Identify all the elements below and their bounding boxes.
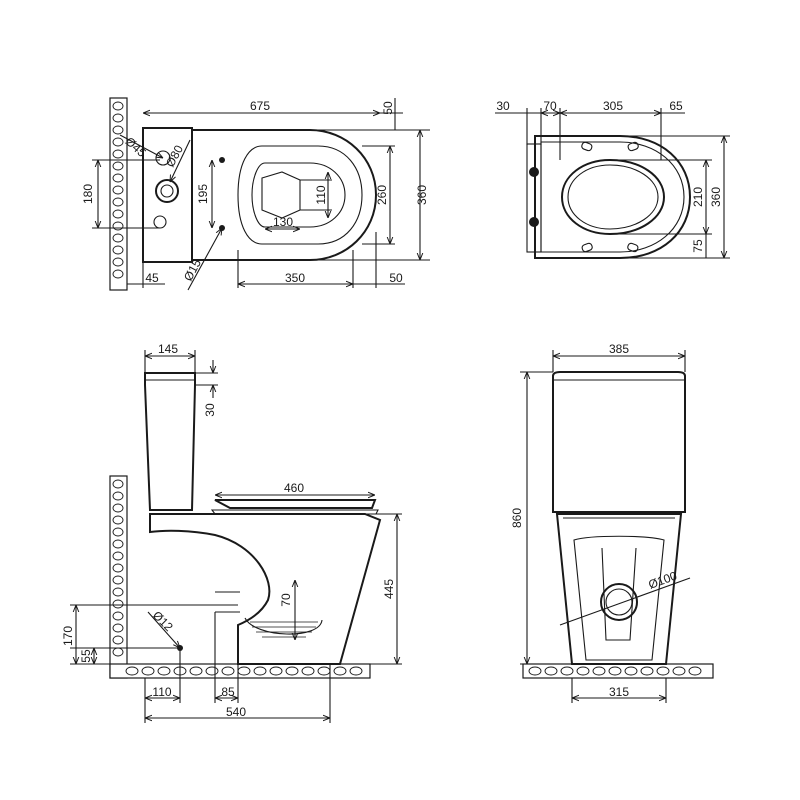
seat-opening [560,158,666,236]
front-floor-hatch [522,663,714,679]
dim-seat-width: 360 [709,187,723,207]
dim-top-total-length: 675 [250,99,270,113]
dim-wall-offset: 45 [145,271,159,285]
side-bowl [149,513,382,665]
dim-hinge-gap: 70 [543,99,557,113]
dim-overall-width: 360 [415,185,429,205]
dim-bolt-height: 55 [79,649,93,663]
front-view: 385 860 Ø100 315 [510,342,714,703]
dim-opening-width: 210 [691,187,705,207]
dim-hinge-offset: 30 [496,99,510,113]
side-floor-hatch [109,663,371,679]
seat-view: 30 70 305 65 210 360 75 [495,99,730,259]
dim-front-gap: 65 [669,99,683,113]
dim-seat-length: 305 [603,99,623,113]
dim-pipe-spacing: 85 [221,685,235,699]
front-bowl [555,513,683,665]
top-view: 675 50 Ø45 Ø80 180 195 130 110 260 360 4… [81,97,430,291]
dim-top-tank-offset: 50 [381,101,395,115]
dim-wall-to-pipe: 110 [152,685,171,699]
front-tank [552,371,686,513]
dim-tank-width: 385 [609,342,629,356]
dim-bowl-length: 350 [285,271,305,285]
flush-hole [155,179,179,203]
side-lid [214,499,377,509]
water-hatch [250,621,318,638]
dim-inner-depth: 110 [314,185,328,204]
front-bowl-body [573,535,665,661]
tank-outline [142,127,193,263]
drain-opening [261,171,301,219]
dim-base-width: 315 [609,685,629,699]
hinge-bolt-bottom [529,217,539,227]
front-outlet [600,583,638,621]
seat-outline [534,135,692,259]
dim-tank-depth: 145 [158,342,178,356]
seat-hinge-block [526,143,542,253]
hinge-bolt-top [529,167,539,177]
mount-hole-bottom [153,215,167,229]
dim-total-depth: 540 [226,705,246,719]
bowl-rim [237,145,363,245]
dim-inlet-height: 170 [61,626,75,646]
dim-bumper-offset: 75 [691,239,705,253]
side-tank [144,372,196,511]
dim-inner-width: 130 [273,215,293,229]
wall-pebbles [112,101,124,279]
dim-bowl-width: 260 [375,185,389,205]
dim-rim-offset: 50 [389,271,403,285]
dim-side-seat-length: 460 [284,481,304,495]
dim-total-height: 860 [510,508,524,528]
dim-trap-height: 70 [279,593,293,607]
side-view: 145 30 460 445 70 Ø12 170 55 110 85 540 [61,342,402,723]
dim-lid-height: 30 [203,403,217,417]
dim-bowl-height: 445 [382,579,396,599]
seat-bumpers [581,141,639,253]
bowl-outline [192,129,378,261]
dim-pipe-dia: Ø12 [150,608,176,634]
dim-hole-spacing: 180 [81,184,95,204]
dim-bowl-opening: 195 [196,184,210,204]
